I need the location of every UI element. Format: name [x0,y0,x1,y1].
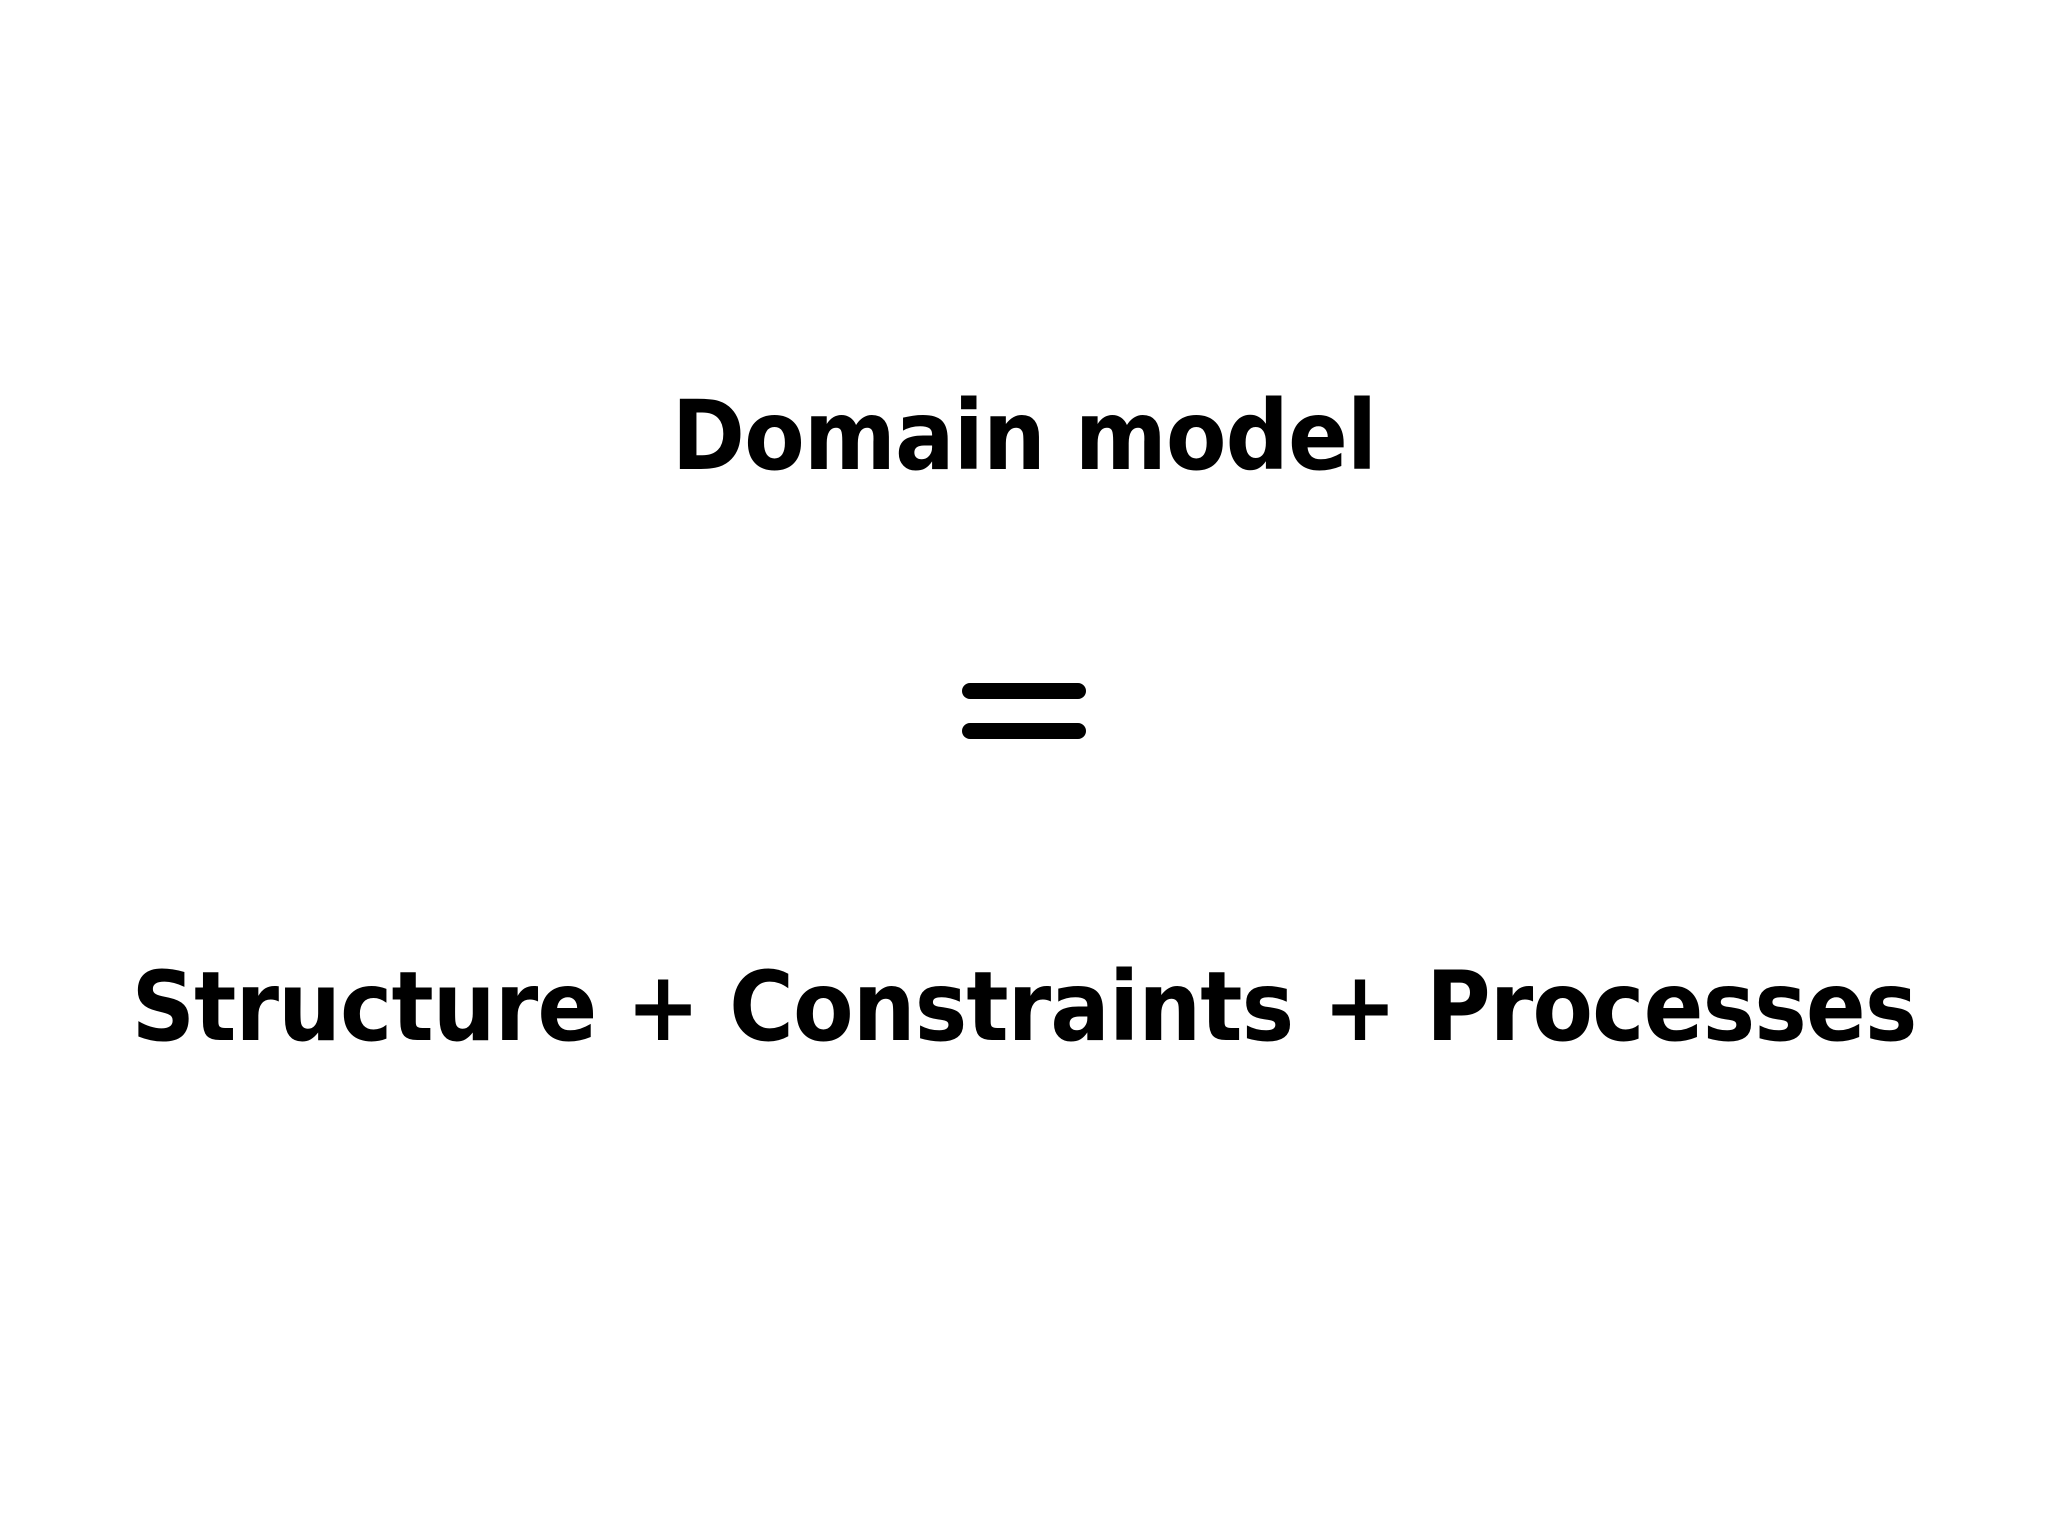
equals-top-bar [962,683,1086,699]
equals-symbol: = [961,682,962,683]
slide-title: Domain model [671,380,1377,492]
equation-text: Structure + Constraints + Processes [131,951,1917,1063]
equals-bottom-bar [962,723,1086,739]
equals-sign: = [962,683,1086,739]
